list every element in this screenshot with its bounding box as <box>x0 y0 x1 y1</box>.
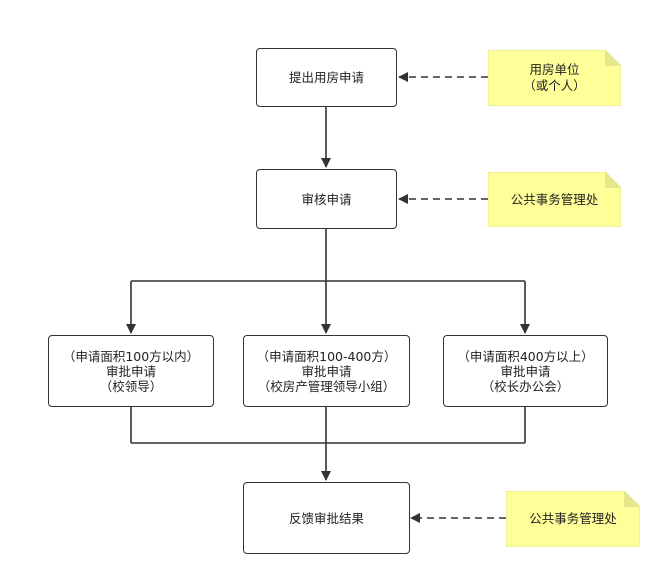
node-branch-large: （申请面积400方以上） 审批申请 （校长办公会） <box>443 335 608 407</box>
branch-mid-approver: （校房产管理领导小组） <box>257 378 396 394</box>
node-submit-label: 提出用房申请 <box>288 70 364 85</box>
note-office-review-shape <box>488 172 621 227</box>
note-applicant: 用房单位 （或个人） <box>488 50 621 106</box>
node-feedback-result: 反馈审批结果 <box>243 482 410 554</box>
branch-mid-action: 审批申请 <box>301 363 352 379</box>
node-branch-small: （申请面积100方以内） 审批申请 （校领导） <box>48 335 214 407</box>
note-office-feedback: 公共事务管理处 <box>506 491 640 547</box>
node-review-label: 审核申请 <box>301 191 352 207</box>
note-applicant-shape <box>488 50 621 106</box>
node-review-application: 审核申请 <box>256 169 397 229</box>
note-office-review-label: 公共事务管理处 <box>510 191 599 207</box>
branch-small-action: 审批申请 <box>105 363 156 379</box>
note-office-feedback-shape <box>506 491 640 547</box>
branch-small-condition: （申请面积100方以内） <box>62 348 200 364</box>
branch-large-condition: （申请面积400方以上） <box>457 348 594 364</box>
branch-large-action: 审批申请 <box>500 363 551 379</box>
note-applicant-line1: 用房单位 <box>529 62 580 77</box>
node-submit-application: 提出用房申请 <box>256 48 397 107</box>
note-applicant-line2: （或个人） <box>523 78 586 93</box>
branch-small-approver: （校领导） <box>99 378 163 394</box>
branch-large-approver: （校长办公会） <box>481 378 570 394</box>
note-office-feedback-label: 公共事务管理处 <box>529 511 617 526</box>
branch-mid-condition: （申请面积100-400方） <box>256 348 397 364</box>
node-branch-mid: （申请面积100-400方） 审批申请 （校房产管理领导小组） <box>243 335 410 407</box>
node-feedback-label: 反馈审批结果 <box>288 510 364 526</box>
note-office-review: 公共事务管理处 <box>488 172 621 227</box>
